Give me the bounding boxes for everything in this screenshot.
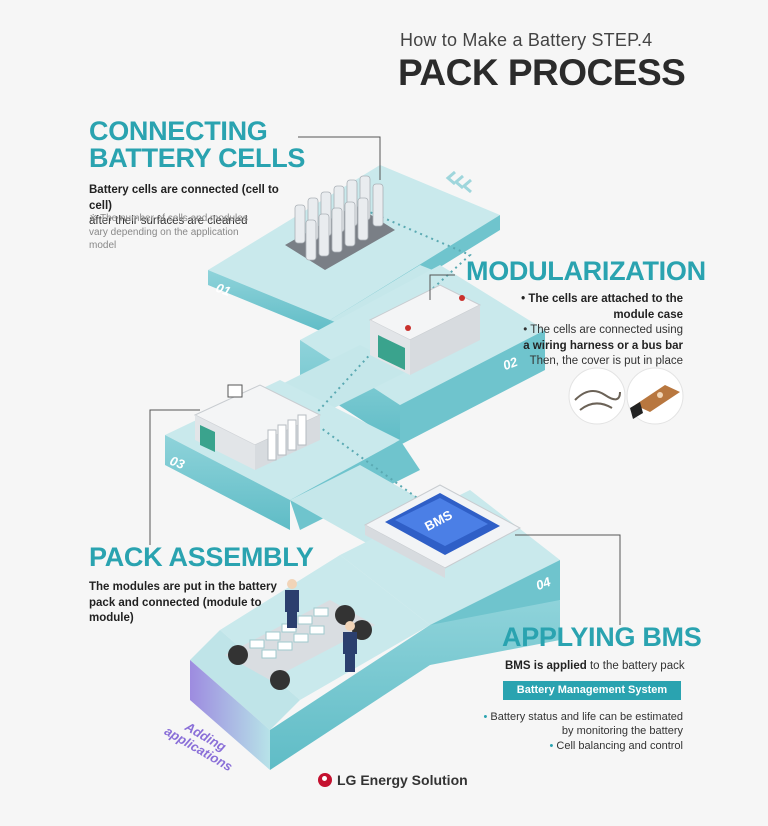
page-title: PACK PROCESS [398,52,686,93]
step-04-title: APPLYING BMS [502,622,702,652]
battery-cells-illustration [285,175,395,270]
page-subtitle: How to Make a Battery STEP.4 [400,30,653,50]
brand-name: LG Energy Solution [337,772,468,788]
bus-bar-image [626,367,684,425]
brand-footer: LG Energy Solution [318,772,468,788]
step-01-description: Battery cells are connected (cell to cel… [89,183,299,230]
step-01-note: ※ The number of cells and modules vary d… [89,213,248,251]
chevron-arrows-icon [445,170,472,194]
step-04-description: BMS is applied to the battery pack [505,659,685,675]
step-01-desc-rest: after their surfaces are cleaned [89,215,248,228]
leader-line-04 [515,534,621,625]
vehicle-assembly-illustration [225,579,375,690]
worker-figure [285,579,299,628]
step-01-title: CONNECTING BATTERY CELLS [89,118,305,172]
step-03-title: PACK ASSEMBLY [89,542,314,572]
step-04-bullet-2-text: Cell balancing and control [556,740,683,752]
step-02-bullet2-post: Then, the cover is put in place [529,355,683,368]
step-04-bullet-1-text: Battery status and life can be estimated… [490,711,683,738]
bms-chip-illustration [363,484,522,578]
leader-line-03 [149,409,200,545]
battery-pack-illustration [193,384,322,470]
step-01-desc-bold: Battery cells are connected (cell to cel… [89,184,279,212]
bms-label-box: Battery Management System [503,681,681,700]
step-02-bullet2-bold: a wiring harness or a bus bar [523,339,683,352]
step-02-bullet1: • The cells are attached to the module c… [521,293,683,321]
step-04-bullet-2: • Cell balancing and control [549,740,683,752]
step-02-title: MODULARIZATION [466,256,706,286]
step-03-desc-text: The modules are put in the battery pack … [89,581,277,625]
worker-figure [343,621,357,672]
step-04-desc-rest: to the battery pack [586,660,685,672]
step-04-bullet-1: • Battery status and life can be estimat… [483,711,683,738]
step-01-title-line1: CONNECTING [89,116,268,146]
lg-logo-icon [318,773,332,787]
leader-line-01 [298,136,381,180]
wiring-harness-image [568,367,626,425]
module-illustration [368,284,482,375]
step-04-desc-bold: BMS is applied [505,660,587,672]
step-02-bullet2-pre: • The cells are connected using [523,324,683,337]
step-03-description: The modules are put in the battery pack … [89,580,299,627]
step-02-description: • The cells are attached to the module c… [500,292,683,370]
leader-line-02 [429,274,455,300]
step-01-title-line2: BATTERY CELLS [89,143,306,173]
